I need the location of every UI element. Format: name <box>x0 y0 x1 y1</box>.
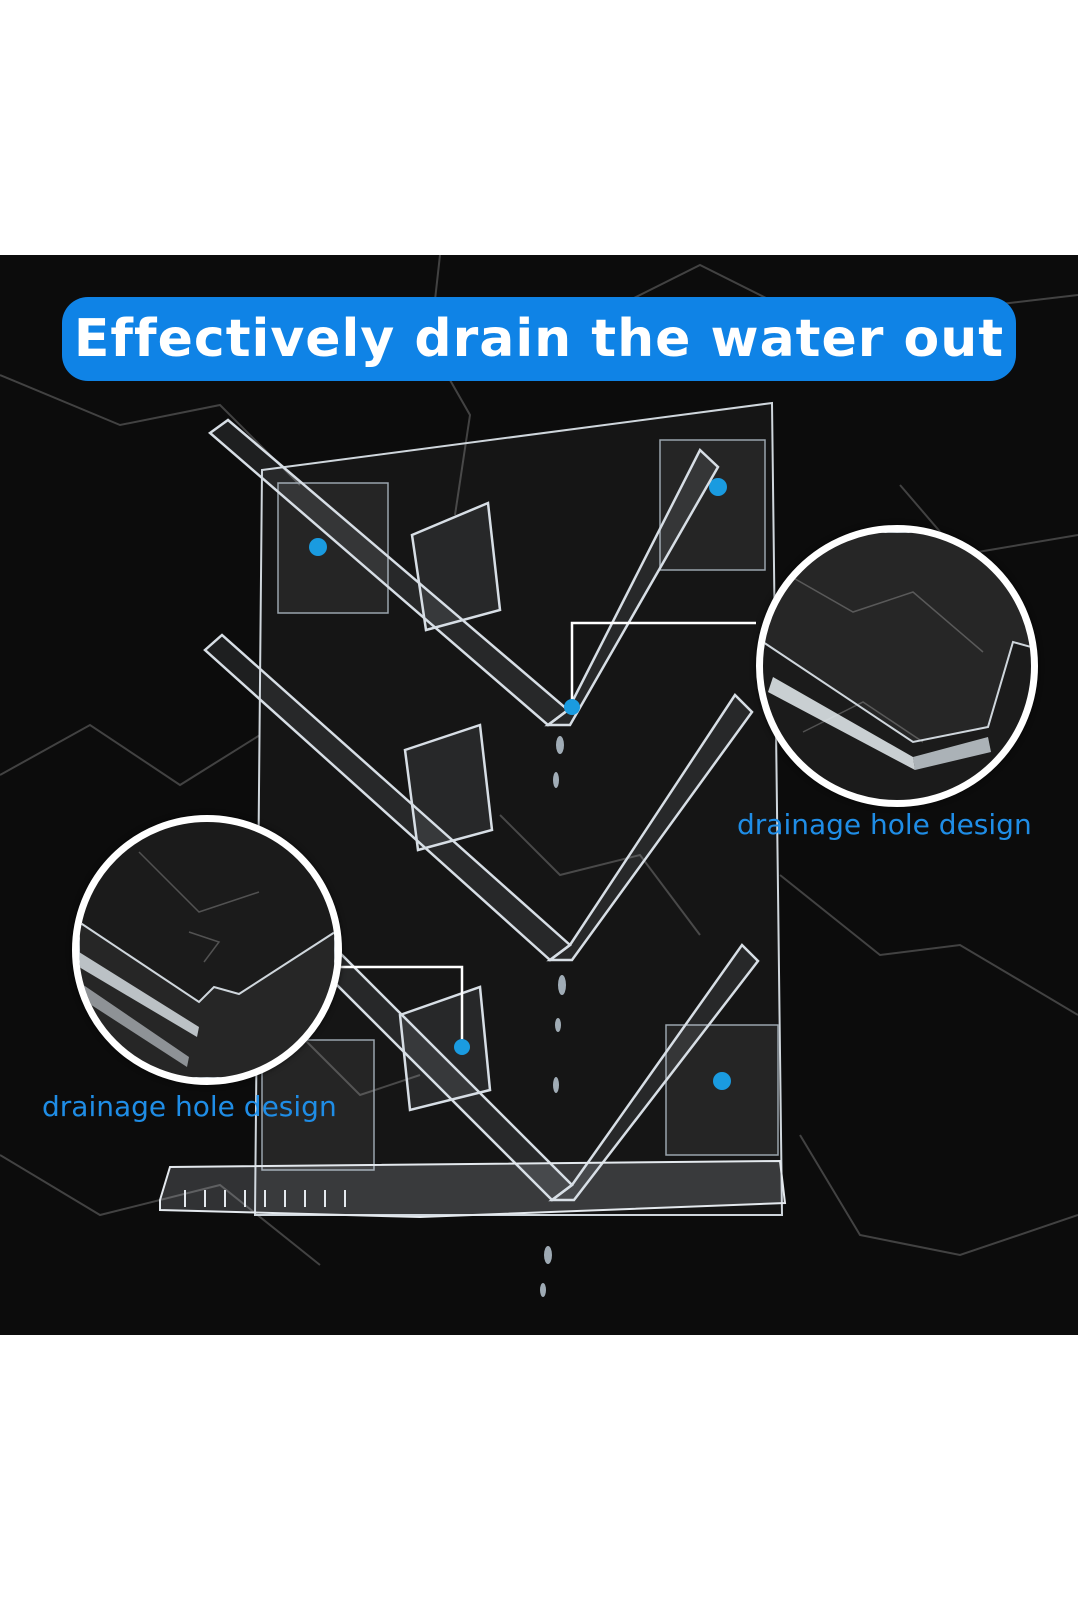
water-drops <box>540 736 566 1297</box>
zoom-detail-left <box>72 815 342 1085</box>
product-photo: Effectively drain the water out drainage… <box>0 255 1078 1335</box>
drainage-callout-left: drainage hole design <box>42 1090 337 1123</box>
headline-banner: Effectively drain the water out <box>62 297 1016 381</box>
zoom-left-illustration <box>79 851 335 1078</box>
base-slots <box>184 1190 346 1207</box>
drainage-callout-right: drainage hole design <box>737 808 1032 841</box>
wall-hooks <box>309 478 731 1090</box>
headline-text: Effectively drain the water out <box>73 309 1005 369</box>
callout-lines <box>328 621 756 1047</box>
drain-markers <box>454 699 580 1055</box>
base-plate <box>159 1159 787 1219</box>
zoom-right-illustration <box>763 532 1031 770</box>
zoom-detail-right <box>756 525 1038 807</box>
